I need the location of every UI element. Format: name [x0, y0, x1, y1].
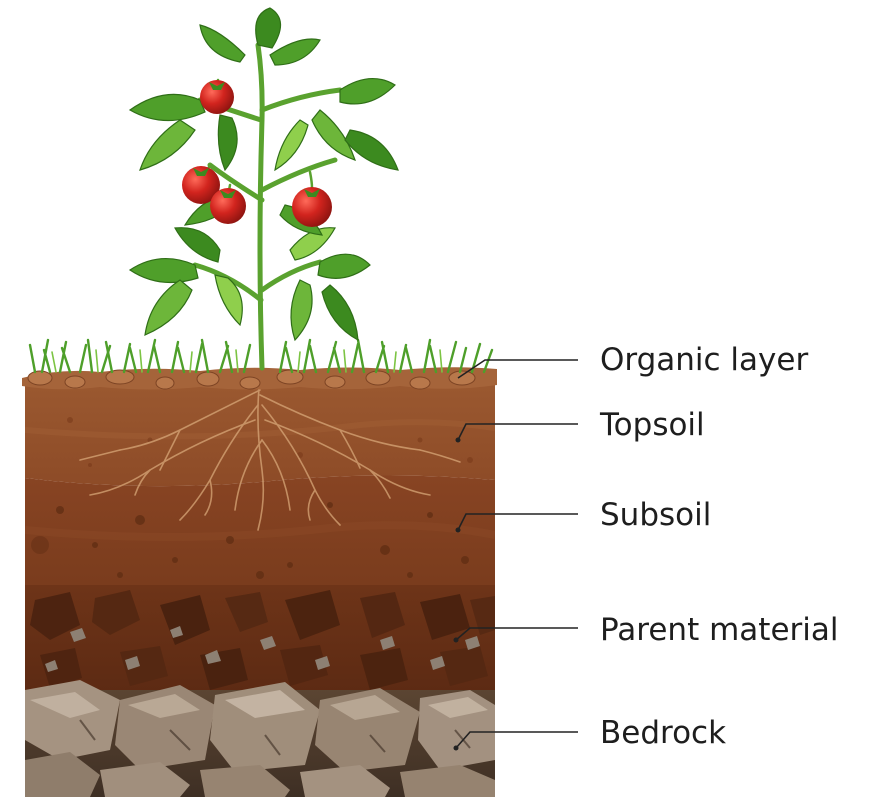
label-bedrock: Bedrock [600, 715, 726, 751]
soil-block [22, 340, 497, 797]
bedrock-boulders [25, 680, 495, 797]
tomato [292, 187, 332, 227]
tomato [200, 80, 234, 114]
organic-layer [22, 367, 497, 389]
label-topsoil: Topsoil [599, 407, 705, 443]
tomato-plant [130, 8, 398, 368]
label-parent-material: Parent material [600, 612, 838, 648]
layer-labels: Organic layer Topsoil Subsoil Parent mat… [599, 342, 838, 751]
tomato [210, 188, 246, 224]
label-subsoil: Subsoil [600, 497, 711, 533]
label-organic-layer: Organic layer [600, 342, 808, 378]
